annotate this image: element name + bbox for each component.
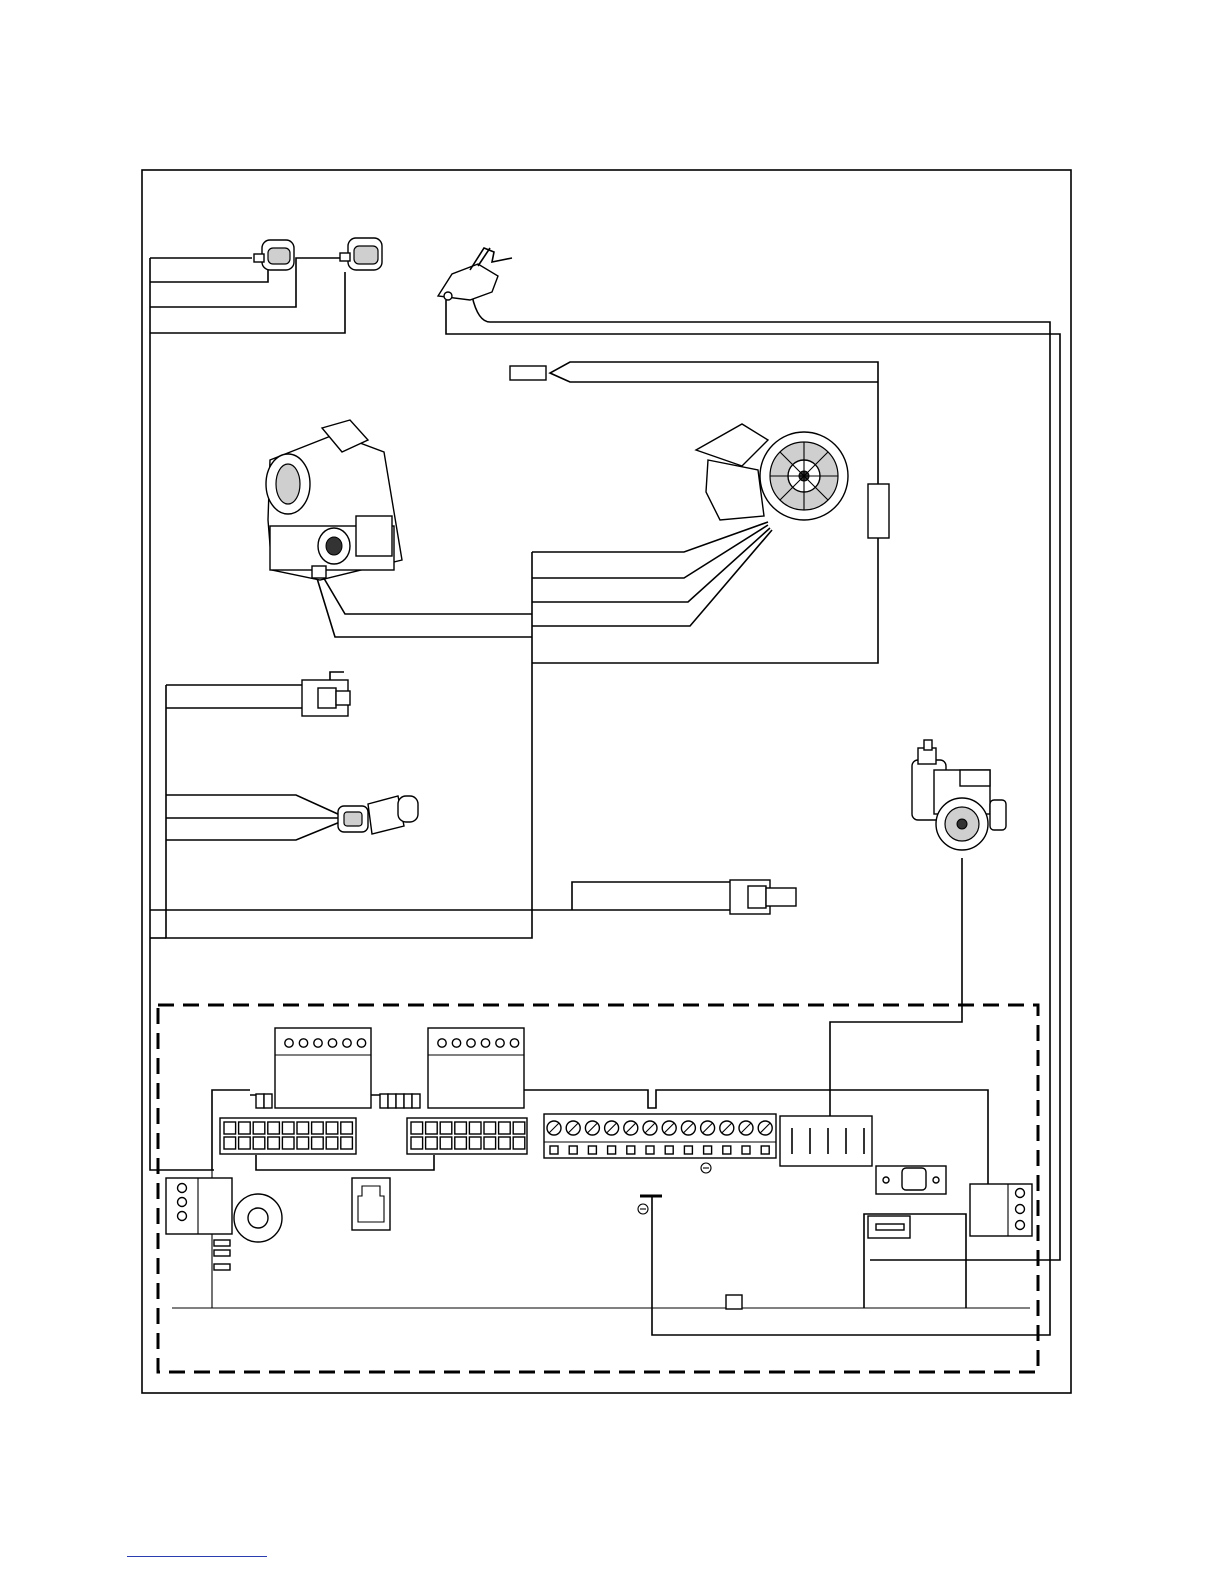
header-pin	[499, 1122, 511, 1134]
header-pin	[297, 1137, 309, 1149]
header-pin	[440, 1137, 452, 1149]
plug-pin-hole	[467, 1039, 475, 1047]
header-pin	[341, 1137, 353, 1149]
terminal-clamp	[588, 1146, 596, 1154]
header-pin	[282, 1137, 294, 1149]
plug-pin-hole	[328, 1039, 336, 1047]
header-pin	[455, 1122, 467, 1134]
header-pin	[282, 1122, 294, 1134]
header-pin	[484, 1137, 496, 1149]
overheat-thermostat	[254, 240, 294, 270]
header-pin	[341, 1122, 353, 1134]
header-pin	[513, 1137, 525, 1149]
terminal-hole	[178, 1212, 187, 1221]
plug-pin-hole	[452, 1039, 460, 1047]
plug-pin-hole	[299, 1039, 307, 1047]
header-pin	[411, 1122, 423, 1134]
header-pin	[469, 1122, 481, 1134]
terminal-hole	[178, 1198, 187, 1207]
plug-pin-hole	[496, 1039, 504, 1047]
plug-pin-hole	[510, 1039, 518, 1047]
terminal-hole	[1016, 1189, 1025, 1198]
terminal-clamp	[627, 1146, 635, 1154]
terminal-clamp	[608, 1146, 616, 1154]
flue-thermostat	[340, 238, 382, 270]
terminal-hole	[1016, 1221, 1025, 1230]
header-pin	[224, 1137, 236, 1149]
fan	[696, 424, 848, 520]
header-pin	[426, 1122, 438, 1134]
terminal-clamp	[665, 1146, 673, 1154]
terminal-hole	[1016, 1205, 1025, 1214]
ignition-electrode	[438, 248, 512, 300]
header-pin	[326, 1137, 338, 1149]
footer-rule	[127, 1556, 267, 1557]
plug-pin-hole	[314, 1039, 322, 1047]
plug-pin-hole	[357, 1039, 365, 1047]
header-pin	[411, 1137, 423, 1149]
header-pin	[224, 1122, 236, 1134]
gas-valve	[266, 420, 402, 580]
header-pin	[253, 1122, 265, 1134]
top-sensor-tab	[510, 366, 546, 380]
header-pin	[455, 1137, 467, 1149]
terminal-clamp	[723, 1146, 731, 1154]
header-pin	[239, 1137, 251, 1149]
control-board	[166, 1028, 1032, 1309]
header-pin	[499, 1137, 511, 1149]
terminal-clamp	[684, 1146, 692, 1154]
terminal-hole	[178, 1184, 187, 1193]
terminal-clamp	[569, 1146, 577, 1154]
fan-resistor	[868, 484, 889, 538]
header-pin	[312, 1122, 324, 1134]
header-pin	[253, 1137, 265, 1149]
plug-pin-hole	[481, 1039, 489, 1047]
header-pin	[484, 1122, 496, 1134]
plug-pin-hole	[285, 1039, 293, 1047]
header-pin	[440, 1122, 452, 1134]
header-pin	[426, 1137, 438, 1149]
header-pin	[513, 1122, 525, 1134]
terminal-clamp	[646, 1146, 654, 1154]
header-pin	[469, 1137, 481, 1149]
plug-pin-hole	[343, 1039, 351, 1047]
flow-sensor-connector	[302, 672, 350, 716]
header-pin	[312, 1137, 324, 1149]
header-pin	[326, 1122, 338, 1134]
header-pin	[268, 1122, 280, 1134]
terminal-clamp	[761, 1146, 769, 1154]
terminal-clamp	[550, 1146, 558, 1154]
terminal-clamp	[742, 1146, 750, 1154]
header-pin	[268, 1137, 280, 1149]
plug-pin-hole	[438, 1039, 446, 1047]
pump	[912, 740, 1006, 850]
header-pin	[297, 1122, 309, 1134]
terminal-clamp	[704, 1146, 712, 1154]
return-sensor-connector	[730, 880, 796, 914]
pressure-sensor	[338, 796, 418, 834]
header-pin	[239, 1122, 251, 1134]
